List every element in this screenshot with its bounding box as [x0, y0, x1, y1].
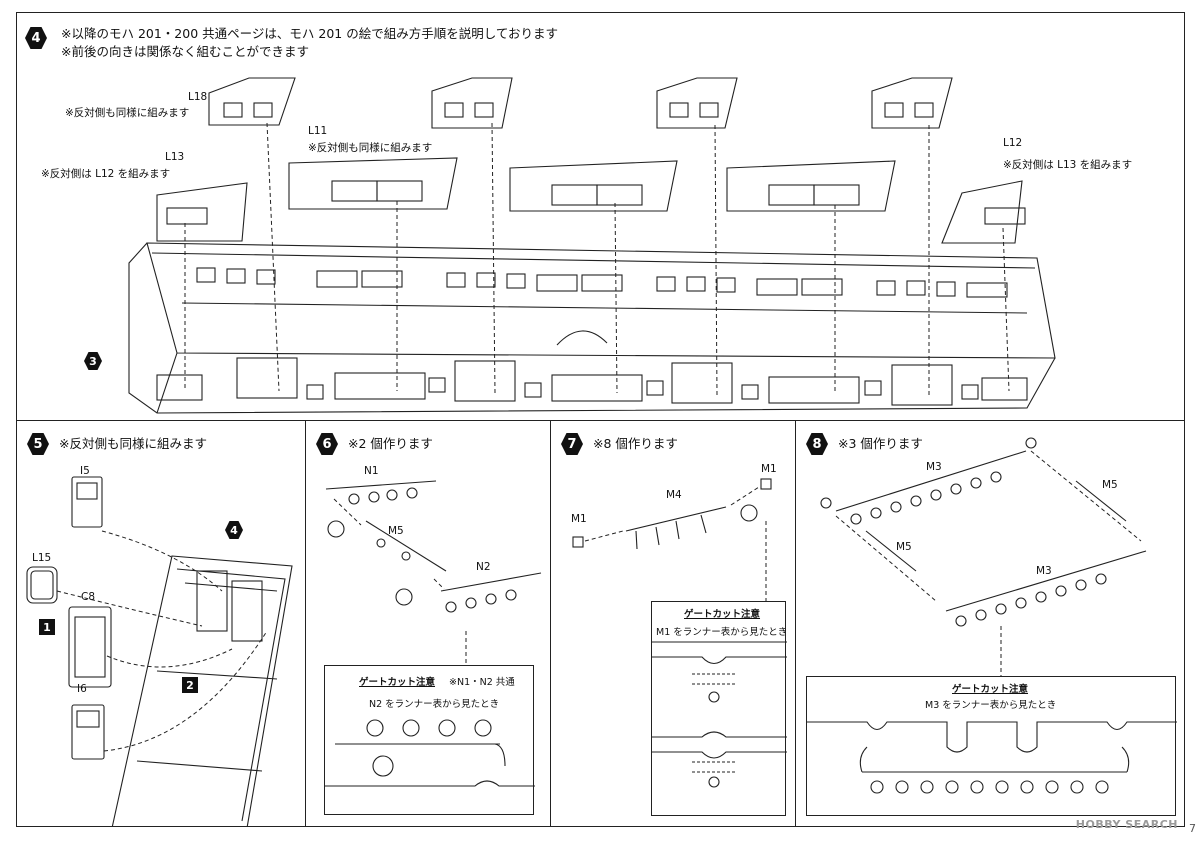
handrail-m3-diagram: [820, 437, 1147, 676]
part-label-m5-left: M5: [896, 541, 912, 553]
gate-cut-box-n: ゲートカット注意 ※N1・N2 共通 N2 をランナー表から見たとき: [324, 665, 535, 815]
step7-badge: 7: [561, 433, 583, 455]
part-label-n1: N1: [364, 465, 379, 477]
ref-badge-4: 4: [225, 521, 243, 539]
step6-note: ※2 個作ります: [348, 436, 433, 451]
watermark-logo: HOBBY SEARCH: [1075, 818, 1178, 831]
part-label-m3-top: M3: [926, 461, 942, 473]
step5-panel: 5 ※反対側も同様に組みます I5 L15 C8 I6 1 2 4: [16, 420, 306, 827]
part-label-l12: L12: [1003, 137, 1023, 149]
step8-panel: 8 ※3 個作ります M3 M5 M5 M3 ゲートカット注意 M3 をランナー…: [795, 420, 1185, 827]
gate-cut-caption: N2 をランナー表から見たとき: [369, 699, 500, 710]
part-label-m1-left: M1: [571, 513, 587, 525]
part-note-l12: ※反対側は L13 を組みます: [1003, 159, 1133, 171]
step4-badge: 4: [25, 27, 47, 49]
part-note-l11: ※反対側も同様に組みます: [308, 142, 433, 154]
part-label-m5: M5: [388, 525, 404, 537]
step4-note-1: ※以降のモハ 201・200 共通ページは、モハ 201 の絵で組み方手順を説明…: [61, 26, 558, 41]
step8-note: ※3 個作ります: [838, 436, 923, 451]
gate-cut-box-m1: ゲートカット注意 M1 をランナー表から見たとき: [651, 601, 788, 816]
side-wall-diagram: [26, 476, 293, 826]
step6-badge: 6: [316, 433, 338, 455]
part-label-m1-right: M1: [761, 463, 777, 475]
part-label-l11: L11: [308, 125, 328, 137]
ref-badge-3: 3: [84, 352, 102, 370]
part-note-l18: ※反対側も同様に組みます: [65, 107, 190, 119]
seq-marker-1: 1: [39, 619, 55, 635]
part-label-m3-bottom: M3: [1036, 565, 1052, 577]
part-label-n2: N2: [476, 561, 491, 573]
car-body-diagram: [128, 77, 1056, 414]
page-number: 7: [1189, 822, 1196, 835]
gate-cut-box-m3: ゲートカット注意 M3 をランナー表から見たとき: [806, 676, 1177, 816]
gate-cut-diagram: [807, 721, 1177, 794]
part-note-l13: ※反対側は L12 を組みます: [41, 168, 171, 180]
part-label-l15: L15: [32, 552, 52, 564]
part-label-m4: M4: [666, 489, 682, 501]
gate-cut-diagram: [325, 719, 535, 787]
step6-panel: 6 ※2 個作ります N1 M5 N2 ゲートカット注意 ※N1・N2 共通 N…: [305, 420, 551, 827]
handrail-m4-diagram: [572, 478, 772, 601]
part-label-i5: I5: [80, 465, 90, 477]
part-label-m5-right: M5: [1102, 479, 1118, 491]
step5-badge: 5: [27, 433, 49, 455]
step4-panel: 4 ※以降のモハ 201・200 共通ページは、モハ 201 の絵で組み方手順を…: [16, 12, 1185, 421]
gate-cut-diagram: [652, 641, 787, 788]
step4-note-2: ※前後の向きは関係なく組むことができます: [61, 44, 309, 59]
step7-panel: 7 ※8 個作ります M1 M4 M1 ゲートカット注意 M1 をランナー表から…: [550, 420, 796, 827]
step5-note: ※反対側も同様に組みます: [59, 436, 207, 451]
gate-cut-caption: M1 をランナー表から見たとき: [656, 627, 788, 638]
handrail-assembly-diagram: [325, 480, 542, 666]
gate-cut-shared: ※N1・N2 共通: [449, 677, 515, 688]
part-label-i6: I6: [77, 683, 87, 695]
step8-badge: 8: [806, 433, 828, 455]
seq-marker-2: 2: [182, 677, 198, 693]
step7-note: ※8 個作ります: [593, 436, 678, 451]
gate-cut-title: ゲートカット注意: [359, 677, 436, 688]
gate-cut-title: ゲートカット注意: [684, 609, 761, 620]
part-label-l13: L13: [165, 151, 185, 163]
gate-cut-caption: M3 をランナー表から見たとき: [925, 700, 1057, 711]
gate-cut-title: ゲートカット注意: [952, 684, 1029, 695]
part-label-l18: L18: [188, 91, 208, 103]
